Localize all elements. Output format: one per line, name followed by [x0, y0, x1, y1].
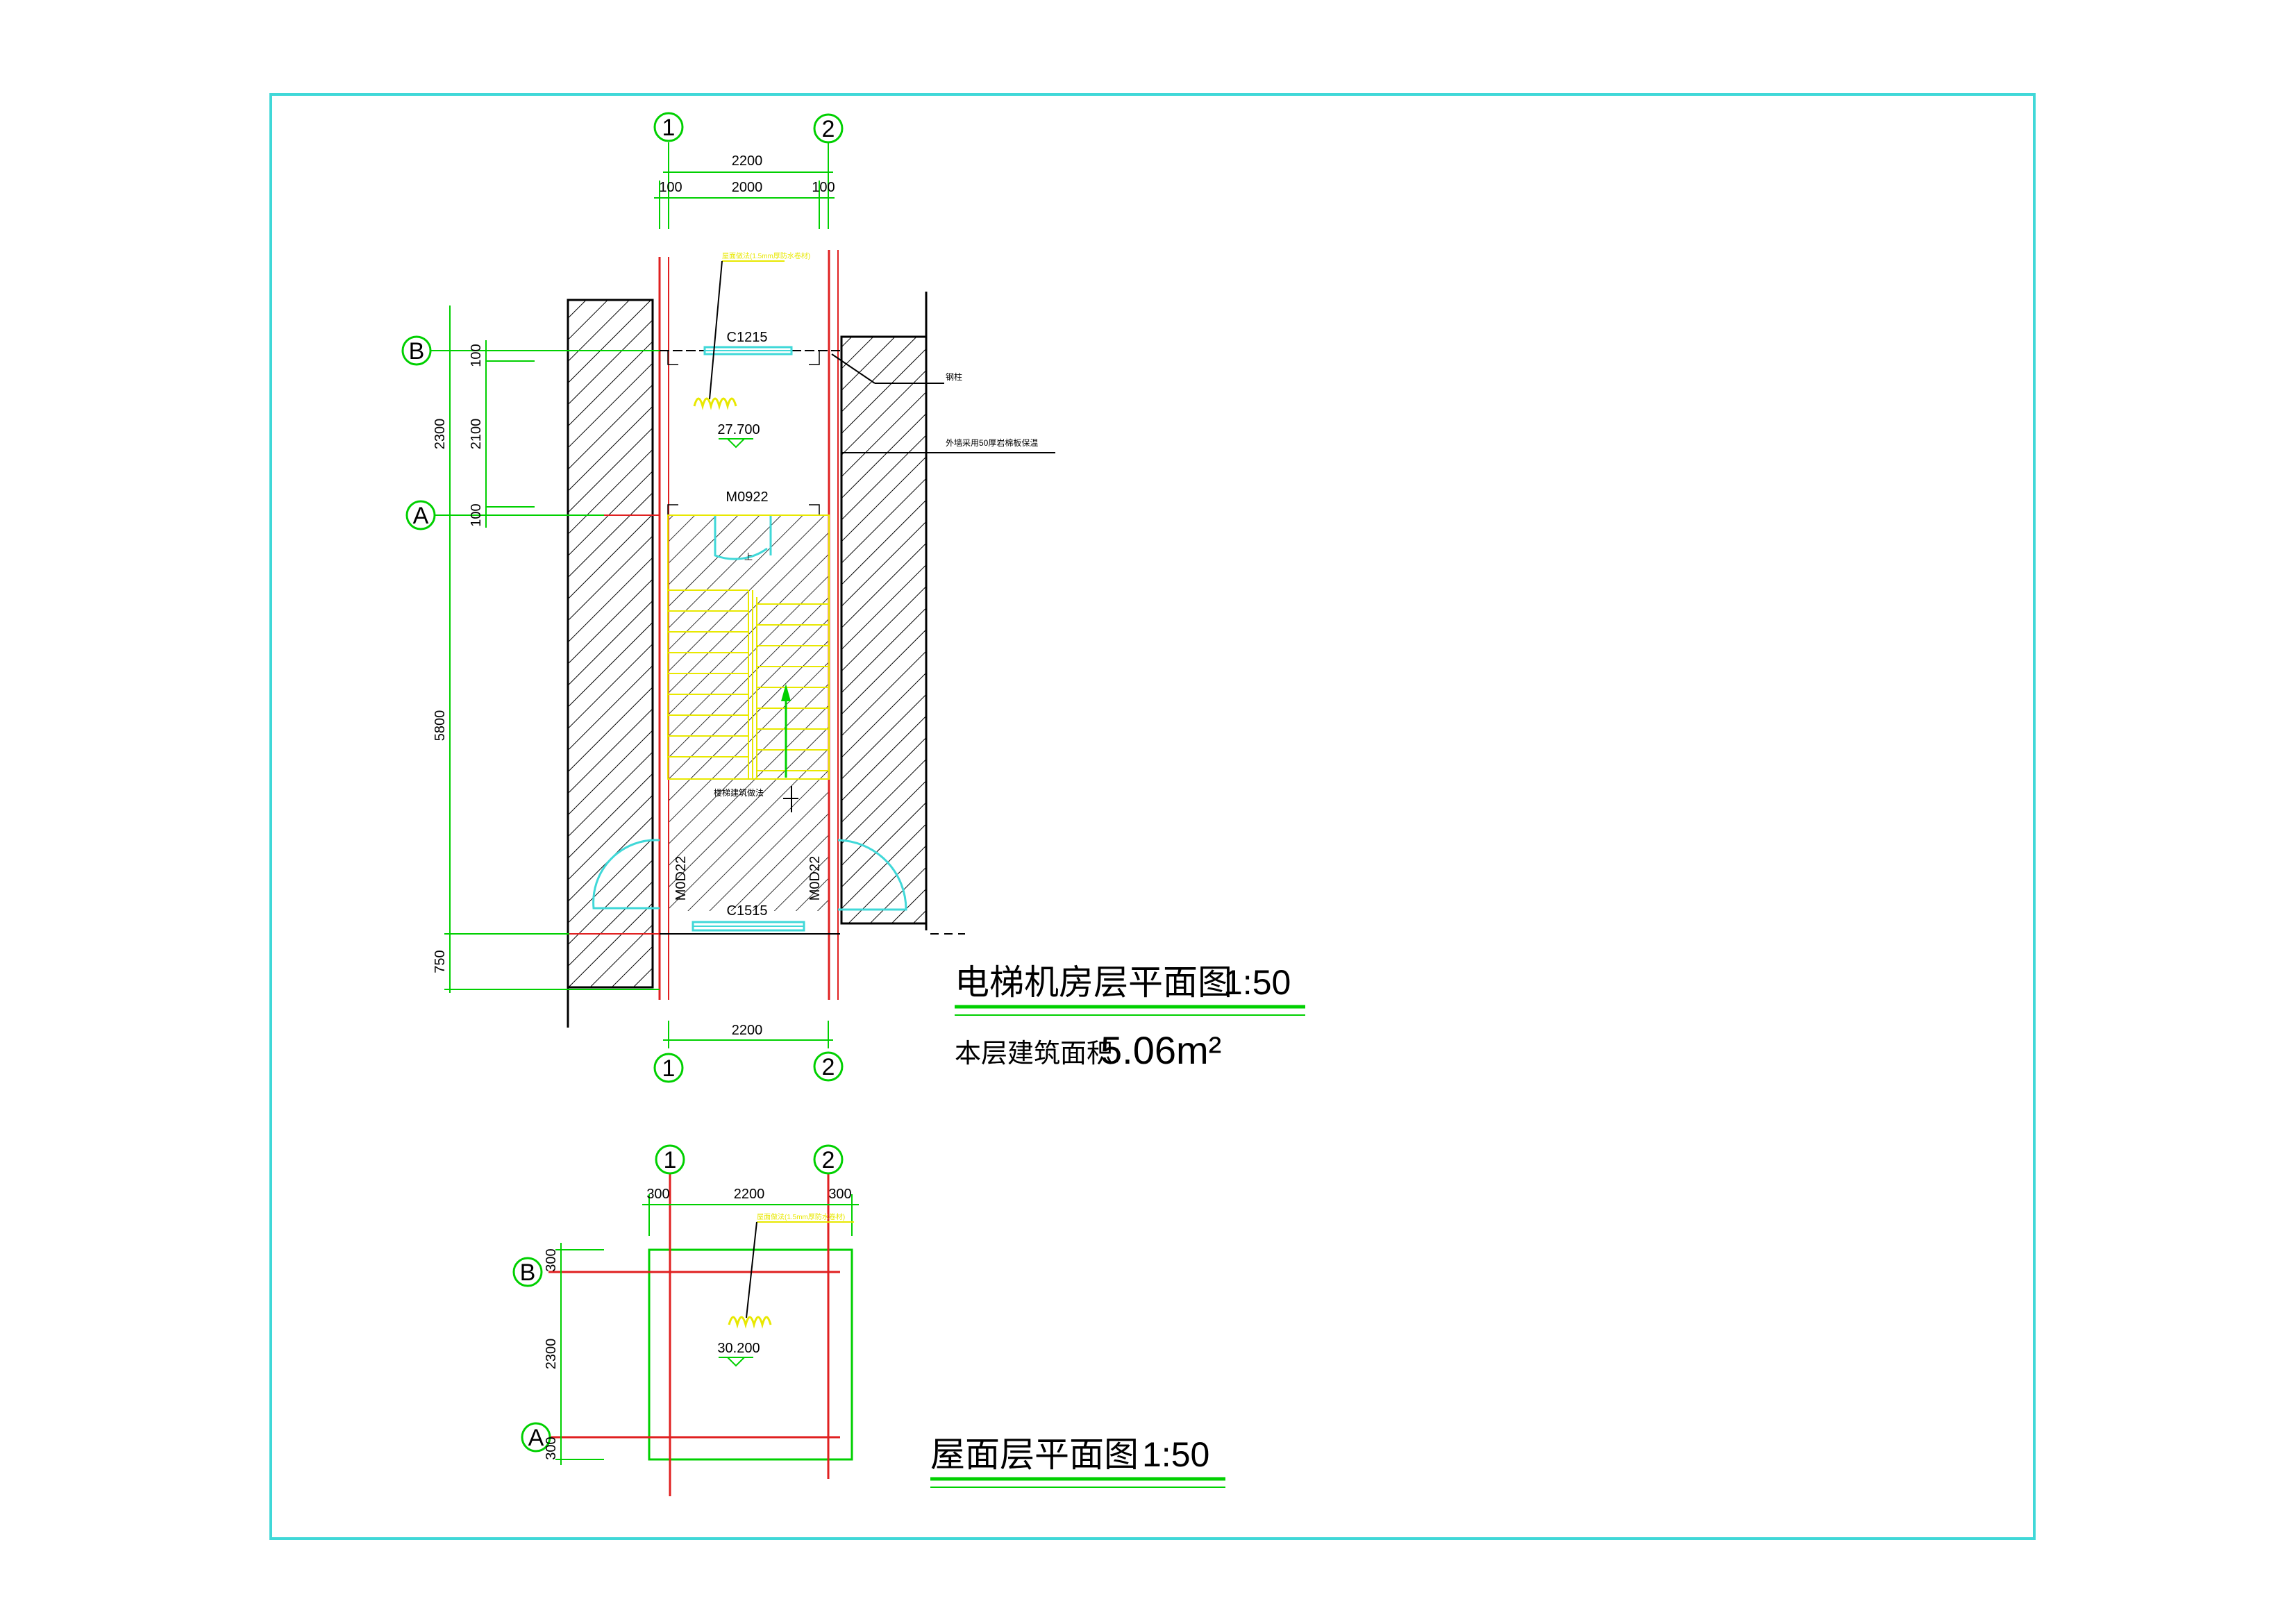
label-door-left: M0D22 — [673, 856, 689, 901]
roof-dim-left-1: 300 — [544, 1248, 559, 1271]
plan1-area-label: 本层建筑面积: — [955, 1039, 1121, 1069]
door-m0922-swing — [714, 515, 768, 560]
dim-bottom-total: 2200 — [732, 1023, 763, 1038]
note-stair-method: 楼梯建筑做法 — [714, 787, 764, 798]
dim-left-outer-1: 2300 — [433, 419, 448, 450]
axis-bubble-top-1: 1 — [653, 112, 684, 142]
svg-text:1: 1 — [664, 1147, 677, 1173]
dim-left-outer-2: 5800 — [433, 710, 448, 742]
elevation-30200: 30.200 — [717, 1341, 760, 1356]
svg-text:B: B — [520, 1259, 536, 1286]
axis-bubble-left-a: A — [405, 500, 436, 530]
roof-dim-top-1: 300 — [646, 1187, 669, 1202]
label-door-m0922: M0922 — [726, 489, 768, 505]
roof-axis-bubble-1: 1 — [655, 1144, 685, 1175]
wall-left-hatch — [567, 299, 654, 989]
elevation-27700: 27.700 — [717, 422, 760, 437]
roof-axis-bubble-a: A — [521, 1422, 551, 1453]
drawing-frame — [269, 93, 2036, 1540]
label-window-c1215: C1215 — [727, 330, 768, 345]
note-up: 上 — [744, 552, 753, 562]
note-exterior-wall: 外墙采用50厚岩棉板保温 — [946, 437, 1038, 448]
svg-text:A: A — [413, 503, 429, 529]
dim-left-inner-1: 100 — [469, 344, 484, 367]
dim-left-outer-3: 750 — [433, 950, 448, 973]
svg-text:1: 1 — [662, 1055, 676, 1082]
dim-top-part-2: 2000 — [732, 180, 763, 195]
axis-bubble-left-b: B — [401, 335, 432, 366]
dim-top-part-1: 100 — [659, 180, 682, 195]
svg-text:A: A — [528, 1425, 544, 1451]
plan2-scale: 1:50 — [1142, 1435, 1209, 1474]
roof-parapet — [648, 1248, 853, 1461]
dim-top-part-3: 100 — [812, 180, 835, 195]
note-roof-yellow: 屋面做法(1.5mm厚防水卷材) — [722, 251, 810, 260]
roof-dim-top-2: 2200 — [734, 1187, 765, 1202]
axis-bubble-top-2: 2 — [813, 113, 844, 144]
plan1-scale: 1:50 — [1223, 963, 1291, 1002]
note-steel-column: 钢柱 — [946, 371, 962, 382]
roof-axis-bubble-b: B — [512, 1257, 543, 1287]
door-right-swing — [837, 839, 907, 911]
plan-roof: 1 2 300 2200 300 B A 300 2300 300 屋面做法(1… — [512, 1144, 1225, 1496]
plan2-title: 屋面层平面图 — [930, 1435, 1139, 1474]
svg-text:1: 1 — [662, 115, 676, 141]
roof-axis-bubble-2: 2 — [813, 1144, 844, 1175]
plan1-area-value: 5.06m² — [1100, 1028, 1221, 1072]
label-door-right: M0D22 — [807, 856, 823, 901]
stair-up-arrow — [781, 684, 791, 778]
axis-bubble-bottom-1: 1 — [653, 1053, 684, 1083]
dim-left-inner-2: 2100 — [469, 419, 484, 450]
plan1-title: 电梯机房层平面图 — [955, 963, 1232, 1002]
stair-run — [667, 514, 830, 780]
roof-note-yellow: 屋面做法(1.5mm厚防水卷材) — [757, 1212, 845, 1221]
svg-text:2: 2 — [822, 1147, 835, 1173]
label-window-c1515: C1515 — [727, 903, 768, 919]
door-left-swing — [592, 839, 660, 910]
roof-dim-left-3: 300 — [544, 1437, 559, 1459]
svg-text:2: 2 — [822, 116, 835, 142]
axis-bubble-bottom-2: 2 — [813, 1051, 844, 1082]
roof-dim-left-2: 2300 — [544, 1339, 559, 1370]
plan-machine-room: 1 2 2200 100 2000 100 B A — [401, 112, 1305, 1083]
svg-text:B: B — [409, 338, 425, 365]
wall-right-hatch — [840, 335, 928, 925]
dim-top-total: 2200 — [732, 153, 763, 169]
svg-text:2: 2 — [822, 1054, 835, 1080]
dim-left-inner-3: 100 — [469, 503, 484, 526]
roof-dim-top-3: 300 — [828, 1187, 851, 1202]
